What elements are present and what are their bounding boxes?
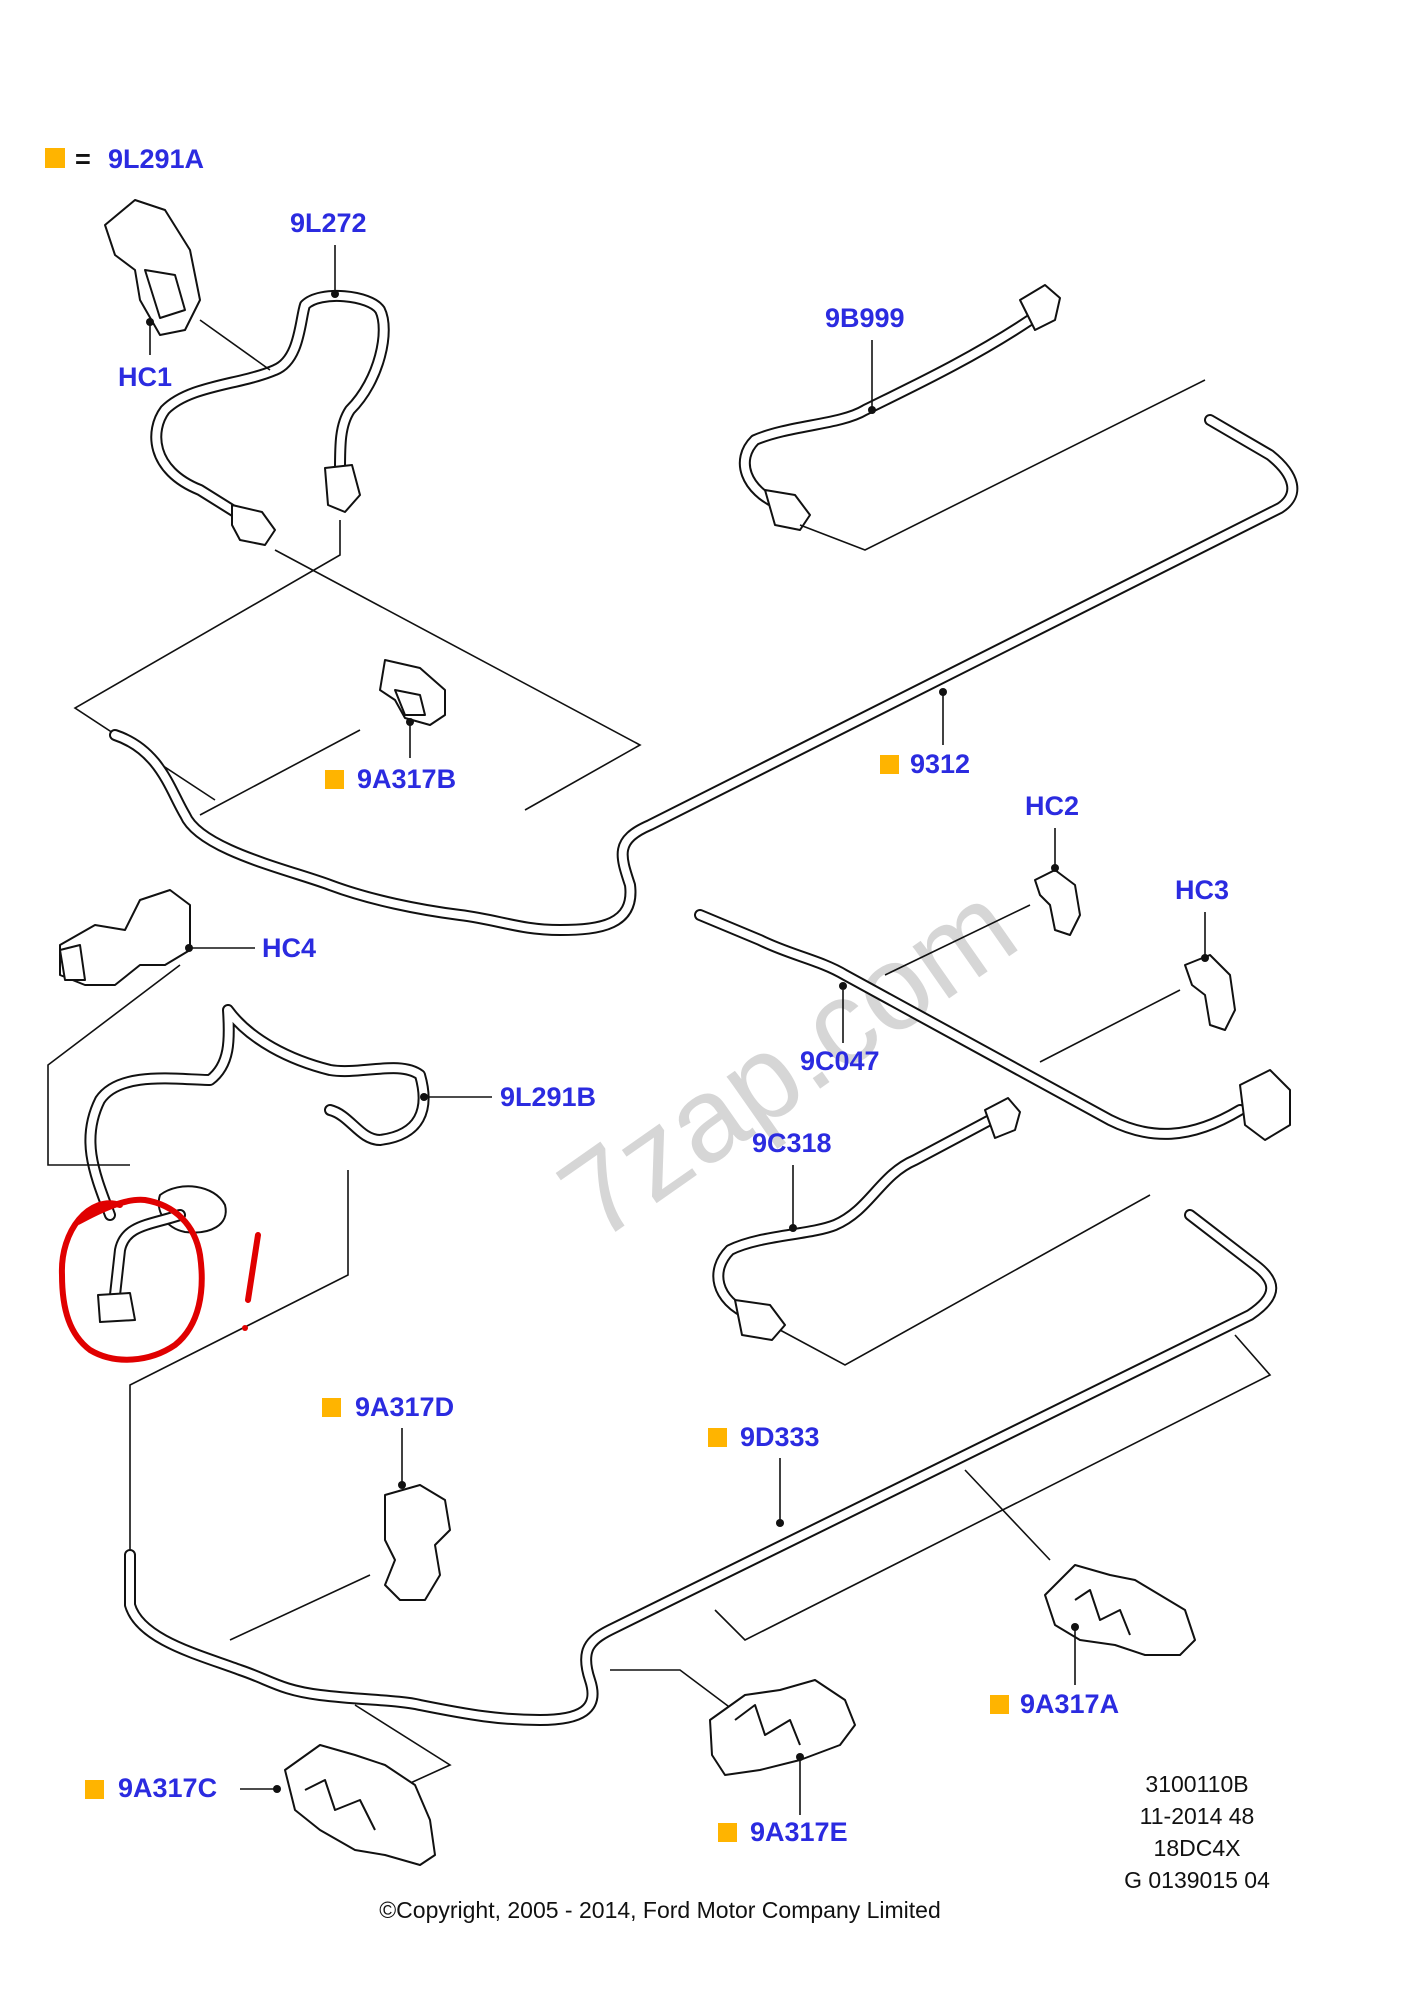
legend-swatch [45,148,65,168]
marker-9A317D [322,1398,341,1417]
info-line-1: 3100110B [1145,1771,1248,1797]
red-annotation [58,1196,261,1363]
marker-9D333 [708,1428,727,1447]
label-9A317B: 9A317B [357,764,456,794]
label-9L291B: 9L291B [500,1082,596,1112]
assembly-9L272 [73,199,642,811]
marker-9A317E [718,1823,737,1842]
marker-9A317C [85,1780,104,1799]
marker-9312 [880,755,899,774]
clip-hc3 [1184,954,1236,1031]
marker-9A317A [990,1695,1009,1714]
label-HC4: HC4 [262,933,316,963]
label-9C318: 9C318 [752,1128,832,1158]
label-9B999: 9B999 [825,303,905,333]
pipe-9312 [109,414,1299,936]
assembly-9B999 [738,284,1206,551]
info-line-4: G 0139015 04 [1124,1867,1270,1893]
red-exclamation [245,1232,261,1303]
connector-right [324,464,361,513]
connector-9L291B [97,1292,136,1323]
label-9A317E: 9A317E [750,1817,848,1847]
pipe-9D333 [124,1209,1278,1791]
hc1-leader-line [199,319,271,371]
assembly-9C318 [712,1097,1151,1366]
connector-9B999-bottom [764,489,811,531]
label-9C047: 9C047 [800,1046,880,1076]
info-line-2: 11-2014 48 [1140,1803,1255,1829]
legend-part: 9L291A [108,144,204,174]
label-HC2: HC2 [1025,791,1079,821]
label-9L272: 9L272 [290,208,367,238]
clip-hc2 [1034,869,1081,936]
connector-9C047 [1239,1069,1291,1141]
connector-9B999-top [1019,284,1061,331]
assembly-9C047 [694,869,1291,1141]
label-HC3: HC3 [1175,875,1229,905]
label-HC1: HC1 [118,362,172,392]
assembly-9L291B [47,889,430,1550]
hc1-clip [104,199,201,336]
hc1-clip-inner [144,269,186,319]
drawing-info: 3100110B 11-2014 48 18DC4X G 0139015 04 [1124,1771,1270,1893]
label-9D333: 9D333 [740,1422,820,1452]
marker-9A317B [325,770,344,789]
legend: = 9L291A [45,144,204,174]
red-circle [58,1196,205,1363]
label-9A317C: 9A317C [118,1773,217,1803]
connector-9C318-bottom [734,1299,786,1341]
legend-equals: = [75,144,91,174]
info-line-3: 18DC4X [1154,1835,1241,1861]
label-9A317A: 9A317A [1020,1689,1119,1719]
connector-9C318-top [984,1097,1021,1139]
clip-9A317D [384,1484,451,1601]
label-9A317D: 9A317D [355,1392,454,1422]
copyright-notice: ©Copyright, 2005 - 2014, Ford Motor Comp… [379,1897,941,1923]
connector-left [231,504,276,546]
label-9312: 9312 [910,749,970,779]
